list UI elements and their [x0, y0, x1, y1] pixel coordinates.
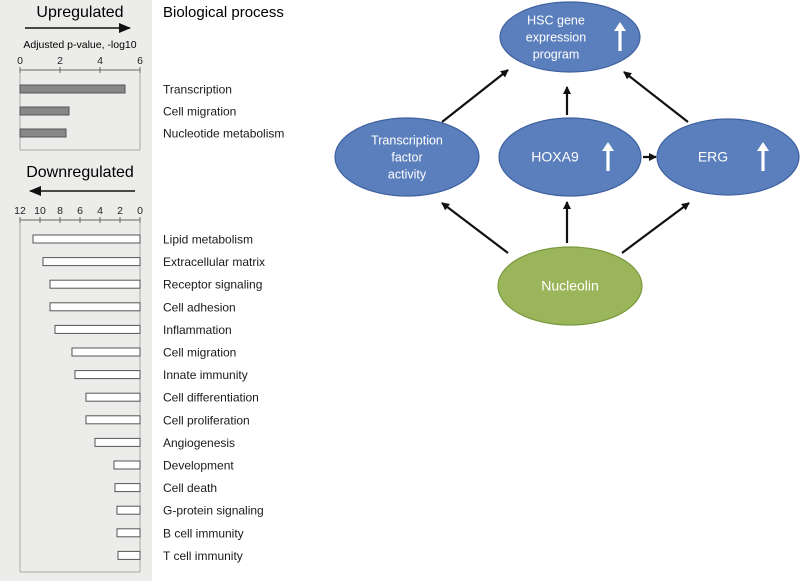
- bar: [49, 279, 141, 289]
- bar: [19, 128, 67, 138]
- node-nucleolin-ellipse: [497, 246, 643, 326]
- bar: [32, 234, 141, 244]
- node-tf-label: activity: [388, 168, 427, 182]
- bar: [49, 302, 141, 312]
- edge-nucleolin-to-tf: [441, 202, 509, 254]
- node-tf-ellipse: [334, 117, 480, 197]
- node-hoxa9-label: HOXA9: [531, 149, 579, 165]
- category-label: Innate immunity: [163, 368, 248, 382]
- bar: [114, 483, 141, 493]
- x-tick-label: 6: [77, 205, 83, 217]
- x-tick-label: 4: [97, 205, 103, 217]
- bar: [94, 437, 141, 447]
- category-label: Lipid metabolism: [163, 233, 253, 247]
- edge-nucleolin-to-erg: [621, 202, 690, 254]
- category-label: Cell proliferation: [163, 413, 250, 427]
- bar: [116, 528, 141, 538]
- bar: [85, 415, 141, 425]
- node-hsc-label: HSC gene: [527, 14, 585, 28]
- bar: [42, 257, 141, 267]
- x-tick-label: 8: [57, 205, 63, 217]
- bar: [54, 324, 141, 334]
- node-hsc-ellipse: [499, 1, 641, 73]
- node-erg: ERG: [656, 118, 800, 196]
- category-label: Angiogenesis: [163, 436, 235, 450]
- node-hsc: HSC gene expression program: [499, 1, 641, 73]
- x-tick-label: 2: [57, 55, 63, 67]
- category-label: Cell migration: [163, 346, 236, 360]
- x-tick-label: 4: [97, 55, 103, 67]
- category-label: Inflammation: [163, 323, 232, 337]
- node-erg-ellipse: [656, 118, 800, 196]
- bar: [116, 505, 141, 515]
- category-label: T cell immunity: [163, 549, 243, 563]
- upregulated-bars: [19, 84, 126, 138]
- bar: [19, 84, 126, 94]
- upregulated-title: Upregulated: [36, 4, 123, 21]
- node-nucleolin: Nucleolin: [497, 246, 643, 326]
- edge-tf-to-hsc: [441, 69, 509, 123]
- node-erg-label: ERG: [698, 149, 728, 165]
- category-label: Development: [163, 459, 234, 473]
- node-hoxa9: HOXA9: [498, 117, 642, 197]
- x-tick-label: 10: [34, 205, 46, 217]
- x-tick-label: 12: [14, 205, 26, 217]
- category-label: Cell migration: [163, 105, 236, 119]
- downregulated-title: Downregulated: [26, 164, 134, 181]
- bar: [117, 550, 141, 560]
- category-label: Nucleotide metabolism: [163, 127, 284, 141]
- bar: [74, 370, 141, 380]
- bar: [85, 392, 141, 402]
- node-hsc-label: program: [533, 48, 580, 62]
- bar: [71, 347, 141, 357]
- x-tick-label: 0: [137, 205, 143, 217]
- x-tick-label: 6: [137, 55, 143, 67]
- node-hsc-label: expression: [526, 31, 586, 45]
- x-tick-label: 2: [117, 205, 123, 217]
- x-tick-label: 0: [17, 55, 23, 67]
- up-arrow-icon: [757, 142, 769, 171]
- category-label: B cell immunity: [163, 526, 244, 540]
- up-arrow-icon: [614, 22, 626, 51]
- bar: [19, 106, 70, 116]
- downregulated-bars: [32, 234, 141, 560]
- up-arrow-icon: [602, 142, 614, 171]
- node-tf: Transcription factor activity: [334, 117, 480, 197]
- upregulated-xlabel: Adjusted p-value, -log10: [23, 39, 136, 51]
- node-tf-label: factor: [391, 151, 422, 165]
- edge-erg-to-hsc: [623, 71, 689, 123]
- category-label: Cell death: [163, 481, 217, 495]
- bar: [113, 460, 141, 470]
- node-hoxa9-ellipse: [498, 117, 642, 197]
- node-nucleolin-label: Nucleolin: [541, 278, 599, 294]
- downregulated-axis: 12 10 8 6 4 2 0: [14, 205, 143, 573]
- category-label: Receptor signaling: [163, 278, 262, 292]
- category-label: Transcription: [163, 83, 232, 97]
- diagram-edges: [441, 69, 690, 254]
- category-label: Extracellular matrix: [163, 255, 265, 269]
- node-tf-label: Transcription: [371, 134, 443, 148]
- biological-process-header: Biological process: [163, 4, 284, 21]
- category-label: Cell adhesion: [163, 300, 236, 314]
- category-label: Cell differentiation: [163, 391, 259, 405]
- category-label: G-protein signaling: [163, 504, 264, 518]
